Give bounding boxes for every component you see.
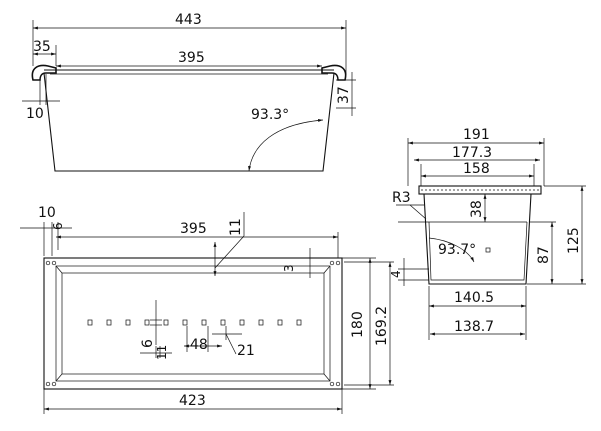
mount-hole-bl1 <box>45 381 51 387</box>
r3-label: R3 <box>392 190 411 206</box>
dim-140-label: 140.5 <box>454 290 494 306</box>
drain-hole <box>87 319 93 326</box>
dim-35-label: 35 <box>33 39 51 55</box>
plan-corner-br <box>323 373 331 382</box>
drain-hole <box>277 319 283 326</box>
front-left-rim-curl <box>31 64 57 81</box>
mount-hole-bl2 <box>51 381 57 387</box>
mount-hole-br1 <box>329 381 335 387</box>
dim-21-label: 21 <box>237 343 255 359</box>
dim-10-plan-label: 10 <box>38 205 56 221</box>
dim-395-front-label: 395 <box>178 50 205 66</box>
mount-hole-tr2 <box>335 260 341 266</box>
angle-93-7-arc <box>428 237 475 263</box>
drain-hole <box>296 319 302 326</box>
angle-93-3-arc <box>248 118 324 172</box>
drain-hole <box>144 319 150 326</box>
dim-11-leader <box>214 235 245 269</box>
front-view: 443 35 395 10 37 93.3° <box>22 12 356 172</box>
r3-leader-2 <box>409 204 427 220</box>
dim-3-label: 3 <box>282 264 296 272</box>
drain-hole <box>220 319 226 326</box>
mount-hole-br2 <box>335 381 341 387</box>
dim-158-label: 158 <box>463 161 490 177</box>
angle-93-3-label: 93.3° <box>251 107 289 123</box>
dim-423-label: 423 <box>179 393 206 409</box>
side-rim-band <box>418 185 542 195</box>
side-view: 191 177.3 158 R3 38 93.7° 87 125 <box>389 127 586 340</box>
front-right-rim-curl <box>321 64 347 81</box>
dim-169-label: 169.2 <box>374 306 390 346</box>
mount-hole-tl2 <box>51 260 57 266</box>
drain-hole <box>106 319 112 326</box>
drain-hole-row <box>87 319 302 326</box>
mount-hole-tr1 <box>329 260 335 266</box>
dim-125-label: 125 <box>566 227 582 254</box>
drain-hole <box>182 319 188 326</box>
plan-rim-inner <box>55 265 331 382</box>
side-tray-inner <box>428 221 528 281</box>
side-tray-outline <box>423 193 532 285</box>
plan-outer-frame <box>43 257 343 390</box>
drain-hole <box>239 319 245 326</box>
drain-hole <box>258 319 264 326</box>
dim-6-hole-label: 6 <box>140 339 156 348</box>
mount-hole-tl1 <box>45 260 51 266</box>
dim-48-label: 48 <box>190 337 208 353</box>
dim-21-leader <box>225 333 237 355</box>
dim-37-label: 37 <box>336 86 352 104</box>
dim-10-front-label: 10 <box>26 106 44 122</box>
dim-177-label: 177.3 <box>452 145 492 161</box>
plan-view: 10 6 395 11 3 180 169.2 423 <box>20 205 394 414</box>
angle-93-7-label: 93.7° <box>438 242 476 258</box>
dim-6-plan-label: 6 <box>51 222 65 230</box>
dim-138-label: 138.7 <box>454 319 494 335</box>
dim-4-label: 4 <box>389 270 403 278</box>
plan-corner-tl <box>55 265 63 274</box>
plan-corner-tr <box>323 265 331 274</box>
dim-87-label: 87 <box>536 246 552 264</box>
dim-395-plan-label: 395 <box>180 221 207 237</box>
plan-corner-bl <box>55 373 63 382</box>
drain-hole <box>201 319 207 326</box>
dim-180-label: 180 <box>350 311 366 338</box>
plan-bottom <box>61 272 325 375</box>
front-tray-outline <box>43 72 335 172</box>
dim-11-small-label: 11 <box>155 345 169 360</box>
angle-marker-small <box>485 247 491 253</box>
drain-hole <box>125 319 131 326</box>
dim-443-label: 443 <box>175 12 202 28</box>
drain-hole <box>163 319 169 326</box>
dim-191-label: 191 <box>463 127 490 143</box>
dim-11-label: 11 <box>228 218 244 236</box>
dim-38-label: 38 <box>469 200 485 218</box>
